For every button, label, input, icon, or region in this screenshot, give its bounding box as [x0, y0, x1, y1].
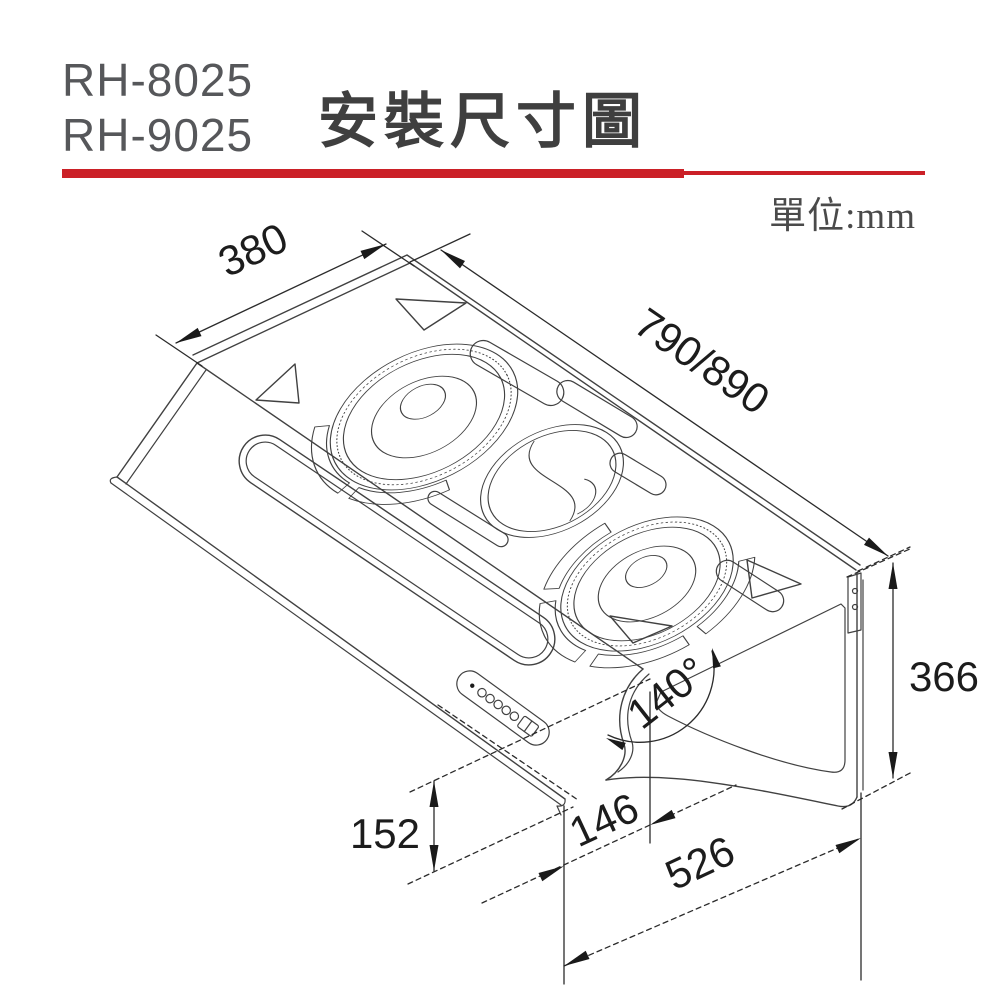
control-button	[501, 705, 512, 716]
control-button	[477, 687, 487, 698]
vent-triangle-right	[746, 559, 802, 599]
dim-152-label: 152	[350, 810, 420, 857]
model-number-1: RH-8025	[62, 54, 254, 106]
dim-366: 366	[841, 547, 979, 810]
oil-cup	[479, 424, 625, 538]
control-panel	[456, 670, 550, 746]
control-button	[493, 699, 503, 710]
vent-slot-4	[427, 490, 509, 548]
vent-slot-1	[469, 339, 565, 407]
unit-label: 單位:mm	[769, 196, 916, 237]
red-divider-thin	[684, 171, 925, 175]
angle-140-label: 140°	[618, 647, 715, 738]
fan-left	[310, 343, 519, 505]
vent-triangle-center	[609, 615, 673, 644]
fan-right	[538, 516, 756, 669]
vent-slot-5	[715, 559, 785, 613]
dim-366-label: 366	[909, 653, 979, 700]
angle-140: 140°	[437, 647, 721, 801]
red-divider-thick	[62, 169, 684, 178]
dim-790-890: 790/890	[409, 233, 911, 572]
vent-triangle-top	[395, 298, 467, 331]
hood-top-face	[109, 254, 861, 816]
model-number-2: RH-9025	[62, 109, 254, 161]
intake-slot	[238, 434, 556, 666]
dim-152: 152	[350, 678, 651, 885]
dim-790-890-label: 790/890	[626, 299, 778, 424]
vent-slot-3	[609, 452, 667, 496]
dim-380: 380	[155, 214, 415, 367]
indicator-dot	[470, 683, 475, 688]
mount-bracket	[847, 572, 862, 634]
dim-146-label: 146	[562, 784, 645, 856]
control-button	[485, 693, 495, 704]
vent-triangle-left	[255, 363, 300, 404]
dim-380-label: 380	[211, 214, 294, 286]
control-button	[509, 711, 520, 722]
vent-slot-2	[556, 379, 638, 439]
dim-526-label: 526	[658, 827, 741, 899]
page-title: 安裝尺寸圖	[318, 89, 648, 155]
